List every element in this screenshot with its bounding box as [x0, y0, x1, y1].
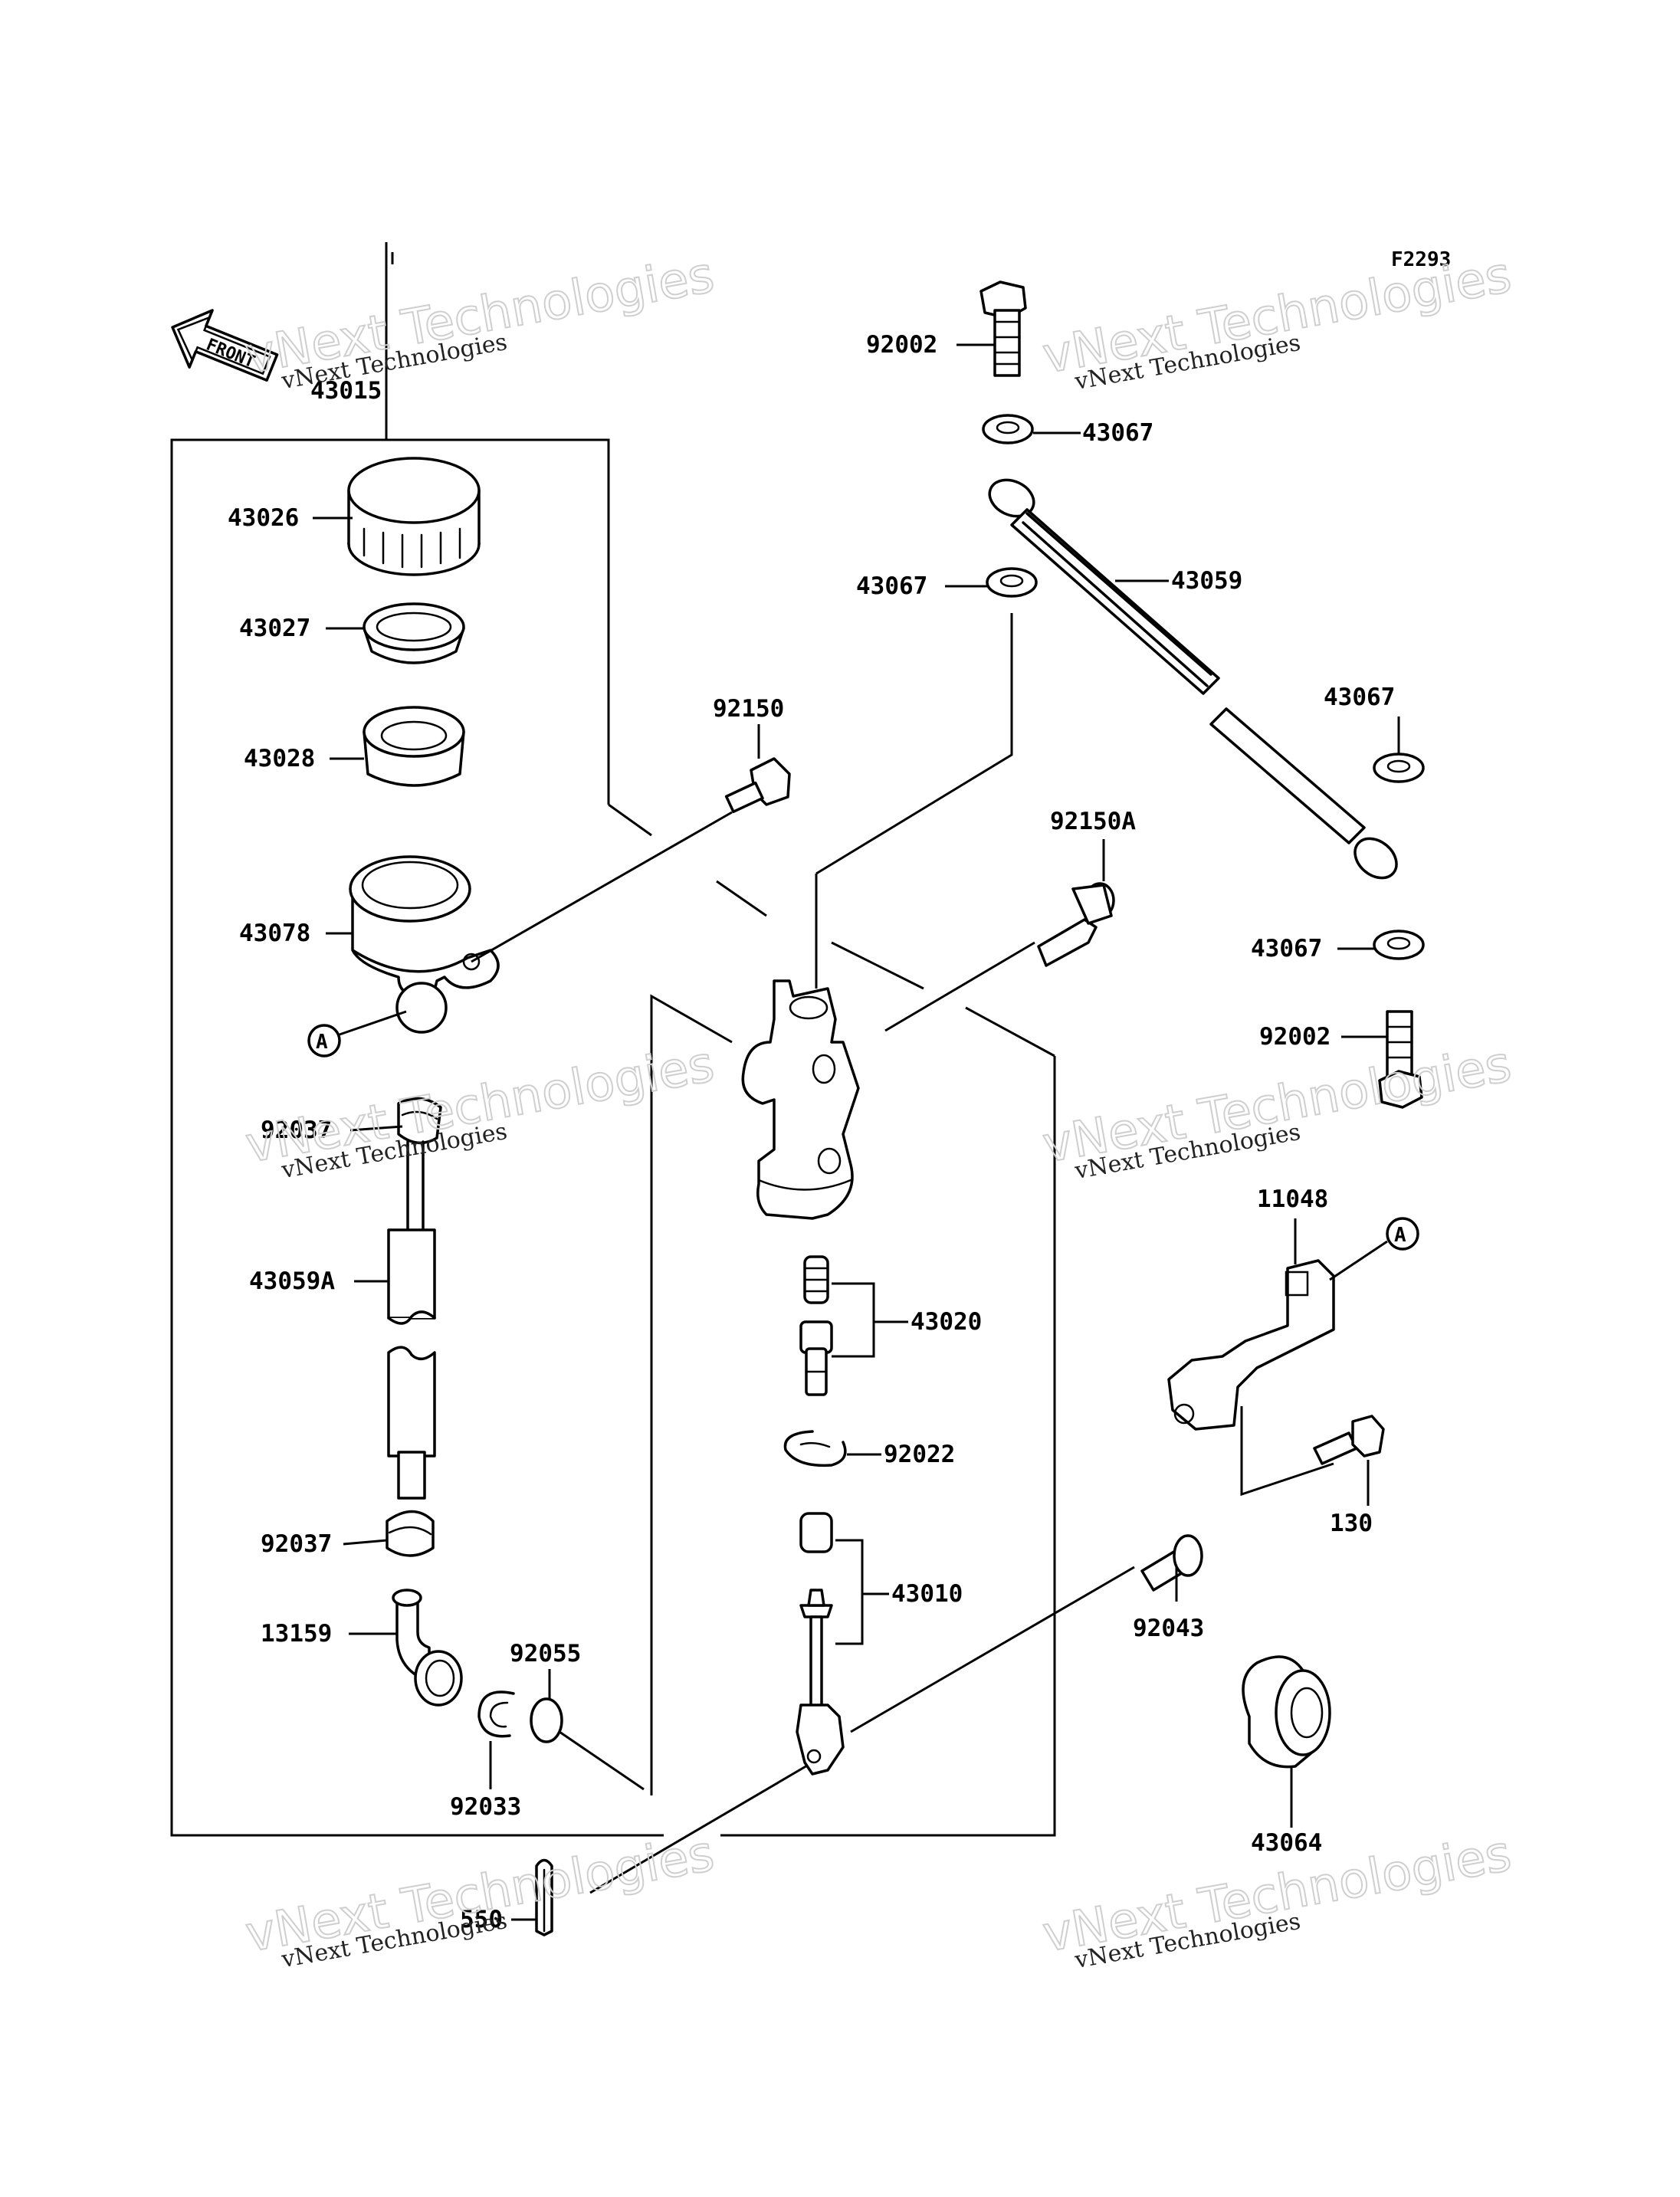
watermark-top-left: vNext Technologies vNext Technologies: [241, 246, 719, 395]
label-43067-b: 43067: [856, 572, 927, 600]
front-arrow-icon: FRONT: [171, 309, 279, 382]
label-92002-top: 92002: [866, 331, 937, 359]
label-43026: 43026: [228, 504, 299, 532]
washer-43067-a: [982, 414, 1034, 444]
push-rod: [796, 1512, 845, 1776]
cotter-pin: [535, 1858, 553, 1936]
part-labels: 43015 43026 43027 43028 43078 92150 9203…: [228, 331, 1395, 1933]
hose-elbow: [392, 1589, 463, 1707]
label-43078: 43078: [239, 920, 310, 947]
label-130: 130: [1330, 1510, 1373, 1537]
label-92037-lower: 92037: [261, 1530, 332, 1558]
reservoir-hose: [387, 1140, 436, 1500]
dust-boot: [1242, 1655, 1331, 1769]
label-43059: 43059: [1171, 567, 1242, 595]
label-92037-upper: 92037: [261, 1117, 332, 1144]
label-43028: 43028: [244, 745, 315, 772]
label-43067-c: 43067: [1324, 684, 1395, 711]
svg-text:A: A: [1394, 1224, 1406, 1247]
label-43015: 43015: [310, 377, 382, 405]
label-43059A: 43059A: [249, 1267, 335, 1295]
diaphragm-plate: [363, 602, 465, 664]
master-cylinder-outline: [170, 242, 1056, 1837]
label-43020: 43020: [911, 1308, 982, 1336]
reservoir-cap: [347, 457, 481, 576]
drawing-code: F2293: [1391, 248, 1451, 271]
label-43027: 43027: [239, 615, 310, 642]
circlip-92033: [477, 1690, 515, 1738]
banjo-bolt-top: [979, 280, 1027, 377]
o-ring-92055: [530, 1697, 563, 1743]
bolt-130: [1313, 1415, 1385, 1465]
label-13159: 13159: [261, 1620, 332, 1648]
washer-43067-b: [986, 567, 1038, 598]
ref-marker-a-right: A: [1386, 1217, 1419, 1251]
label-550: 550: [460, 1906, 503, 1933]
label-43067-d: 43067: [1251, 935, 1322, 962]
washer-43067-c: [1373, 753, 1425, 783]
master-cylinder-body: [741, 979, 860, 1220]
screw-92150A: [1037, 882, 1115, 967]
clevis-pin: [1140, 1534, 1203, 1592]
brake-hose: [988, 478, 1398, 880]
snap-ring-92022: [783, 1430, 847, 1467]
label-92055: 92055: [510, 1640, 581, 1667]
watermark-bottom-left: vNext Technologies vNext Technologies: [241, 1825, 719, 1973]
svg-text:A: A: [316, 1031, 328, 1054]
label-92150: 92150: [713, 695, 784, 723]
watermark-top-right: vNext Technologies vNext Technologies: [1038, 246, 1516, 395]
piston-set: [799, 1255, 833, 1396]
hose-clamp-lower: [386, 1510, 435, 1557]
label-92043: 92043: [1133, 1615, 1204, 1642]
label-11048: 11048: [1257, 1185, 1328, 1213]
label-43067-a: 43067: [1082, 419, 1153, 447]
screw-92150: [724, 757, 791, 814]
banjo-bolt-bottom: [1378, 1010, 1423, 1109]
watermark-mid-right: vNext Technologies vNext Technologies: [1038, 1035, 1516, 1185]
washer-43067-d: [1373, 930, 1425, 960]
label-92002-bottom: 92002: [1259, 1023, 1331, 1051]
label-92150A: 92150A: [1050, 808, 1136, 835]
reservoir: [349, 855, 500, 1034]
label-92033: 92033: [450, 1793, 521, 1821]
bracket: [1167, 1259, 1335, 1431]
label-43064: 43064: [1251, 1829, 1322, 1857]
label-43010: 43010: [891, 1580, 963, 1608]
diaphragm: [363, 706, 465, 787]
watermark-mid-left: vNext Technologies vNext Technologies: [241, 1035, 719, 1184]
ref-marker-a-left: A: [307, 1024, 341, 1058]
label-92022: 92022: [884, 1441, 955, 1468]
hose-clamp-upper: [397, 1097, 442, 1145]
